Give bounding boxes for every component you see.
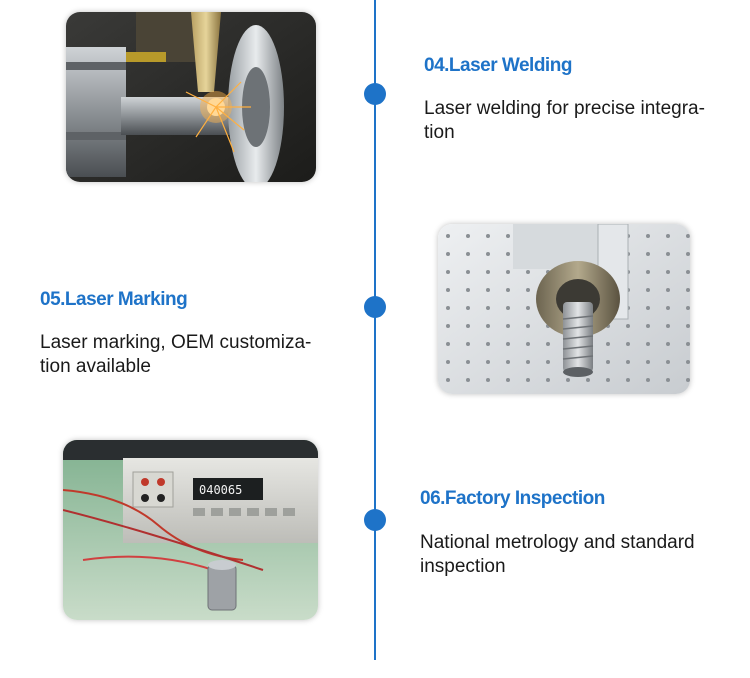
step-desc-05-line2: tion available <box>40 356 151 377</box>
plate-hole <box>446 378 450 382</box>
meter-readout: 040065 <box>199 483 242 497</box>
factory-inspection-photo: 040065 <box>63 440 318 620</box>
plate-hole <box>686 324 690 328</box>
timeline-dot-06 <box>364 509 386 531</box>
plate-hole <box>666 324 670 328</box>
plate-hole <box>466 252 470 256</box>
plate-hole <box>686 378 690 382</box>
plate-hole <box>686 306 690 310</box>
plate-hole <box>486 270 490 274</box>
plate-hole <box>446 306 450 310</box>
plate-hole <box>546 342 550 346</box>
plate-hole <box>506 252 510 256</box>
plate-hole <box>646 306 650 310</box>
plate-hole <box>666 360 670 364</box>
plate-hole <box>506 270 510 274</box>
step-title-04: 04.Laser Welding <box>424 55 572 76</box>
step-desc-04-line1: Laser welding for precise integra- <box>424 98 705 119</box>
plate-hole <box>466 288 470 292</box>
plate-hole <box>506 324 510 328</box>
plate-hole <box>686 270 690 274</box>
plate-hole <box>666 288 670 292</box>
plate-hole <box>486 360 490 364</box>
plate-hole <box>666 270 670 274</box>
plate-hole <box>646 234 650 238</box>
plate-hole <box>626 324 630 328</box>
plate-hole <box>486 342 490 346</box>
plate-hole <box>506 342 510 346</box>
plate-hole <box>606 360 610 364</box>
plate-hole <box>646 378 650 382</box>
plate-hole <box>646 342 650 346</box>
plate-hole <box>446 288 450 292</box>
plate-hole <box>446 324 450 328</box>
plate-hole <box>526 288 530 292</box>
plate-hole <box>646 360 650 364</box>
plate-hole <box>446 270 450 274</box>
plate-hole <box>486 324 490 328</box>
step-desc-04-line2: tion <box>424 122 455 143</box>
plate-hole <box>666 252 670 256</box>
plate-hole <box>526 342 530 346</box>
plate-hole <box>526 270 530 274</box>
plate-hole <box>546 360 550 364</box>
plate-hole <box>686 288 690 292</box>
plate-hole <box>646 270 650 274</box>
plate-hole <box>486 234 490 238</box>
plate-hole <box>486 306 490 310</box>
laser-welding-photo <box>66 12 316 182</box>
plate-hole <box>646 324 650 328</box>
plate-hole <box>566 378 570 382</box>
plate-hole <box>446 252 450 256</box>
plate-hole <box>526 378 530 382</box>
timeline-line <box>374 0 376 660</box>
plate-hole <box>466 234 470 238</box>
plate-hole <box>626 342 630 346</box>
plate-hole <box>686 234 690 238</box>
step-title-05: 05.Laser Marking <box>40 289 188 310</box>
plate-hole <box>666 306 670 310</box>
plate-hole <box>466 342 470 346</box>
plate-hole <box>546 378 550 382</box>
plate-hole <box>626 378 630 382</box>
plate-hole <box>526 324 530 328</box>
plate-hole <box>506 234 510 238</box>
plate-hole <box>686 252 690 256</box>
plate-hole <box>646 252 650 256</box>
timeline-dot-05 <box>364 296 386 318</box>
plate-hole <box>506 288 510 292</box>
step-desc-06-line2: inspection <box>420 556 506 577</box>
laser-marking-photo <box>438 224 690 394</box>
step-desc-06-line1: National metrology and standard <box>420 532 695 553</box>
plate-hole <box>446 360 450 364</box>
step-desc-05-line1: Laser marking, OEM customiza- <box>40 332 312 353</box>
plate-hole <box>486 288 490 292</box>
plate-hole <box>646 288 650 292</box>
plate-hole <box>666 234 670 238</box>
plate-hole <box>666 342 670 346</box>
plate-hole <box>466 378 470 382</box>
plate-hole <box>466 324 470 328</box>
plate-hole <box>626 360 630 364</box>
plate-hole <box>506 360 510 364</box>
timeline-dot-04 <box>364 83 386 105</box>
plate-hole <box>466 270 470 274</box>
plate-hole <box>446 342 450 346</box>
step-title-06: 06.Factory Inspection <box>420 488 605 509</box>
plate-hole <box>666 378 670 382</box>
plate-hole <box>506 306 510 310</box>
plate-hole <box>506 378 510 382</box>
plate-hole <box>586 378 590 382</box>
plate-hole <box>526 306 530 310</box>
plate-hole <box>606 378 610 382</box>
plate-hole <box>486 378 490 382</box>
plate-hole <box>466 360 470 364</box>
plate-hole <box>466 306 470 310</box>
plate-hole <box>686 360 690 364</box>
plate-hole <box>526 360 530 364</box>
plate-hole <box>486 252 490 256</box>
plate-hole <box>686 342 690 346</box>
plate-hole <box>606 342 610 346</box>
plate-hole <box>446 234 450 238</box>
